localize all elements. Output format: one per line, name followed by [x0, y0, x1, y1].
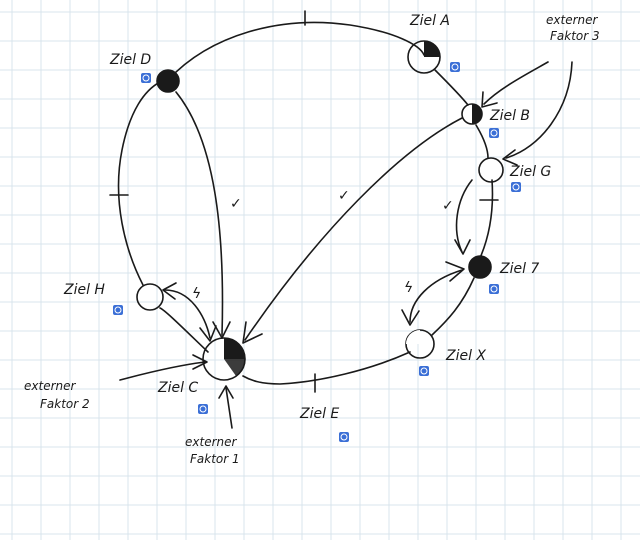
arrow-7-x-head-bottom [401, 309, 420, 326]
arrow-factor-3-to-g [505, 61, 573, 159]
label-ziel-c: Ziel C [157, 380, 198, 396]
arrow-factor-2-to-c [119, 361, 206, 381]
arrow-factor-2-to-c-head [192, 354, 208, 370]
lightning-h-c: ϟ [192, 286, 201, 302]
factor-3-line2: Faktor 3 [550, 29, 600, 43]
label-ziel-g: Ziel G [509, 164, 551, 180]
node-ziel-h [136, 283, 164, 311]
factor-1-line2: Faktor 1 [190, 452, 240, 466]
badge-ziel-x [419, 366, 429, 376]
label-ziel-d: Ziel D [109, 52, 151, 68]
factor-1-line1: externer [185, 435, 237, 449]
arrow-h-c-head-left [162, 282, 177, 300]
node-ziel-b [461, 103, 483, 125]
arrow-factor-1-to-c [225, 387, 233, 429]
arrow-g-to-7 [455, 179, 473, 253]
check-mark-d-c: ✓ [230, 196, 242, 212]
factor-2-line2: Faktor 2 [40, 397, 90, 411]
arrow-h-c-double [164, 289, 211, 339]
badge-ziel-g [511, 182, 521, 192]
lightning-7-x: ϟ [404, 280, 413, 296]
arrow-g-to-7-head [454, 239, 471, 255]
arrow-factor-3-to-b [483, 61, 549, 105]
arrow-7-x-double [409, 269, 463, 323]
check-mark-b-c: ✓ [338, 188, 350, 204]
label-ziel-7: Ziel 7 [499, 261, 539, 277]
check-mark-g-7: ✓ [442, 198, 454, 214]
arrow-b-to-c-head [242, 321, 263, 344]
label-ziel-h: Ziel H [63, 282, 105, 298]
badge-ziel-d [141, 73, 151, 83]
arrow-factor-1-to-c-head [218, 385, 234, 399]
node-ziel-x [405, 329, 435, 359]
node-ziel-a [407, 40, 441, 74]
badge-ziel-c [198, 404, 208, 414]
badge-layer [113, 62, 521, 442]
badge-ziel-b [489, 128, 499, 138]
node-ziel-g [478, 157, 504, 183]
factor-3-line1: externer [546, 13, 598, 27]
arrow-7-x-head-top [445, 261, 465, 282]
main-cycle-path [117, 21, 494, 385]
label-ziel-x: Ziel X [445, 348, 486, 364]
badge-ziel-h [113, 305, 123, 315]
label-ziel-b: Ziel B [489, 108, 530, 124]
badge-ziel-7 [489, 284, 499, 294]
badge-ziel-e [339, 432, 349, 442]
arrow-d-to-c [175, 91, 224, 336]
arrow-factor-3-to-b-head [481, 91, 498, 108]
factor-2-line1: externer [24, 379, 76, 393]
arrow-factor-3-to-g-head [502, 149, 518, 166]
node-ziel-d [156, 69, 180, 93]
arrow-h-c-head-right [199, 325, 217, 342]
label-ziel-a: Ziel A [409, 13, 450, 29]
node-ziel-7 [468, 255, 492, 279]
node-ziel-c [202, 337, 246, 381]
badge-ziel-a [450, 62, 460, 72]
arrow-b-to-c [244, 117, 463, 341]
label-ziel-e: Ziel E [299, 406, 339, 422]
